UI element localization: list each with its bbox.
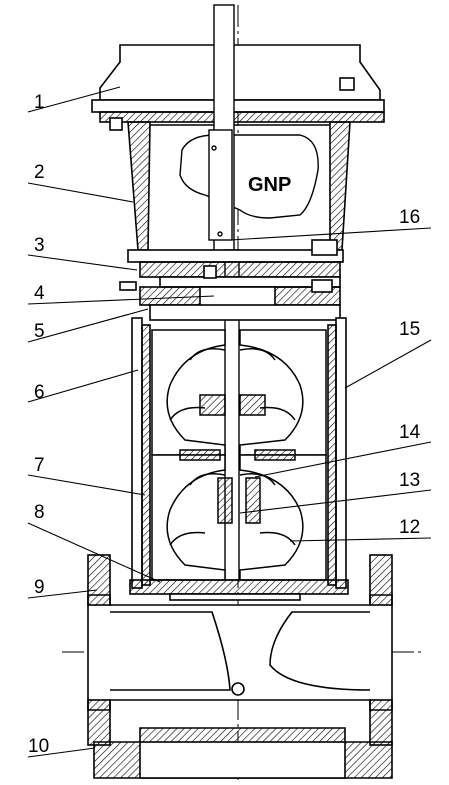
callout-4: 4 (34, 283, 45, 304)
pump-casing (87, 554, 393, 779)
callout-labels: 1 2 3 4 5 6 7 8 9 10 12 13 14 15 16 (28, 92, 421, 757)
callout-leader-lines (27, 86, 432, 758)
callout-15: 15 (399, 319, 420, 340)
callout-6: 6 (34, 382, 45, 403)
callout-10: 10 (28, 736, 49, 757)
callout-3: 3 (34, 235, 45, 256)
callout-14: 14 (399, 422, 421, 443)
motor-bracket (127, 121, 351, 251)
impeller-stage-upper (151, 329, 327, 456)
callout-12: 12 (399, 517, 420, 538)
brand-logo-text: GNP (248, 174, 291, 196)
callout-7: 7 (34, 455, 45, 476)
base-plate (129, 579, 349, 601)
callout-5: 5 (34, 321, 45, 342)
motor-housing (91, 44, 385, 131)
callout-9: 9 (34, 577, 45, 598)
callout-13: 13 (399, 470, 420, 491)
callout-16: 16 (399, 207, 420, 228)
impeller-stage-lower (151, 449, 327, 581)
callout-2: 2 (34, 162, 45, 183)
callout-8: 8 (34, 502, 45, 523)
coupling-assembly (119, 239, 344, 321)
callout-1: 1 (34, 92, 45, 113)
